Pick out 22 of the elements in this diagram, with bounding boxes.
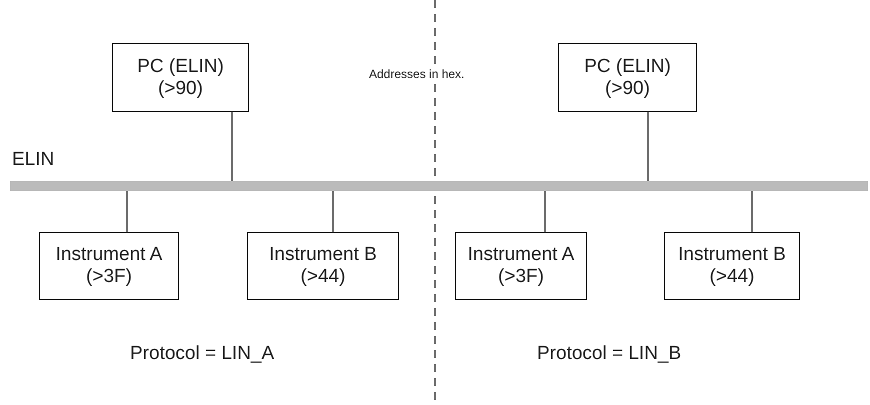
- connector-line: [231, 112, 233, 181]
- device-box: [39, 232, 179, 300]
- protocol-label: Protocol = LIN_A: [130, 343, 274, 365]
- bus-label: ELIN: [12, 149, 54, 171]
- protocol-label: Protocol = LIN_B: [537, 343, 682, 365]
- device-box: [664, 232, 800, 300]
- device-label: Instrument A (>3F): [466, 244, 576, 288]
- device-label: Instrument B (>44): [268, 244, 378, 288]
- device-box: [455, 232, 587, 300]
- device-label: Instrument A (>3F): [54, 244, 164, 288]
- connector-line: [751, 191, 753, 232]
- connector-line: [544, 191, 546, 232]
- connector-line: [332, 191, 334, 232]
- device-label: PC (ELIN) (>90): [583, 56, 672, 100]
- note-text: Addresses in hex.: [369, 67, 464, 81]
- connector-line: [647, 112, 649, 181]
- device-box: [247, 232, 399, 300]
- device-label: PC (ELIN) (>90): [136, 56, 225, 100]
- device-label: Instrument B (>44): [677, 244, 787, 288]
- device-box: [112, 43, 249, 112]
- connector-line: [126, 191, 128, 232]
- device-box: [558, 43, 697, 112]
